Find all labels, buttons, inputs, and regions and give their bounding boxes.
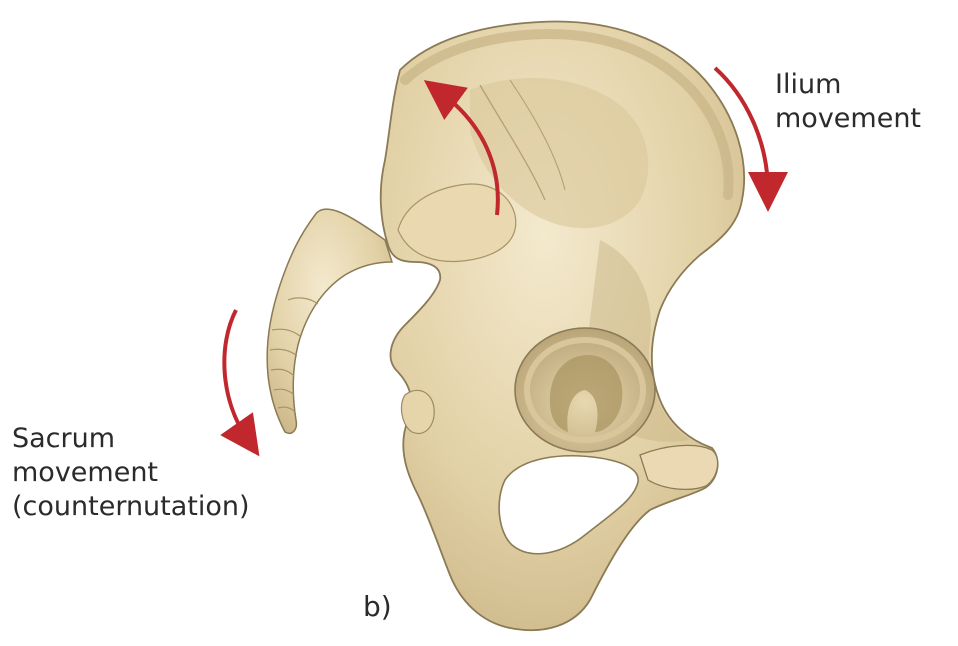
ischial-spine — [401, 390, 434, 433]
sacrum-label-line2: movement — [12, 456, 250, 490]
ilium-label-line2: movement — [775, 102, 921, 136]
ilium-movement-label: Ilium movement — [775, 68, 921, 136]
sacrum-label-line1: Sacrum — [12, 422, 250, 456]
sacrum-bone — [267, 209, 392, 433]
panel-label: b) — [363, 590, 392, 624]
ilium-label-line1: Ilium — [775, 68, 921, 102]
sacrum-movement-label: Sacrum movement (counternutation) — [12, 422, 250, 524]
sacrum-label-line3: (counternutation) — [12, 490, 250, 524]
sacrum-movement-arrow — [224, 310, 248, 440]
